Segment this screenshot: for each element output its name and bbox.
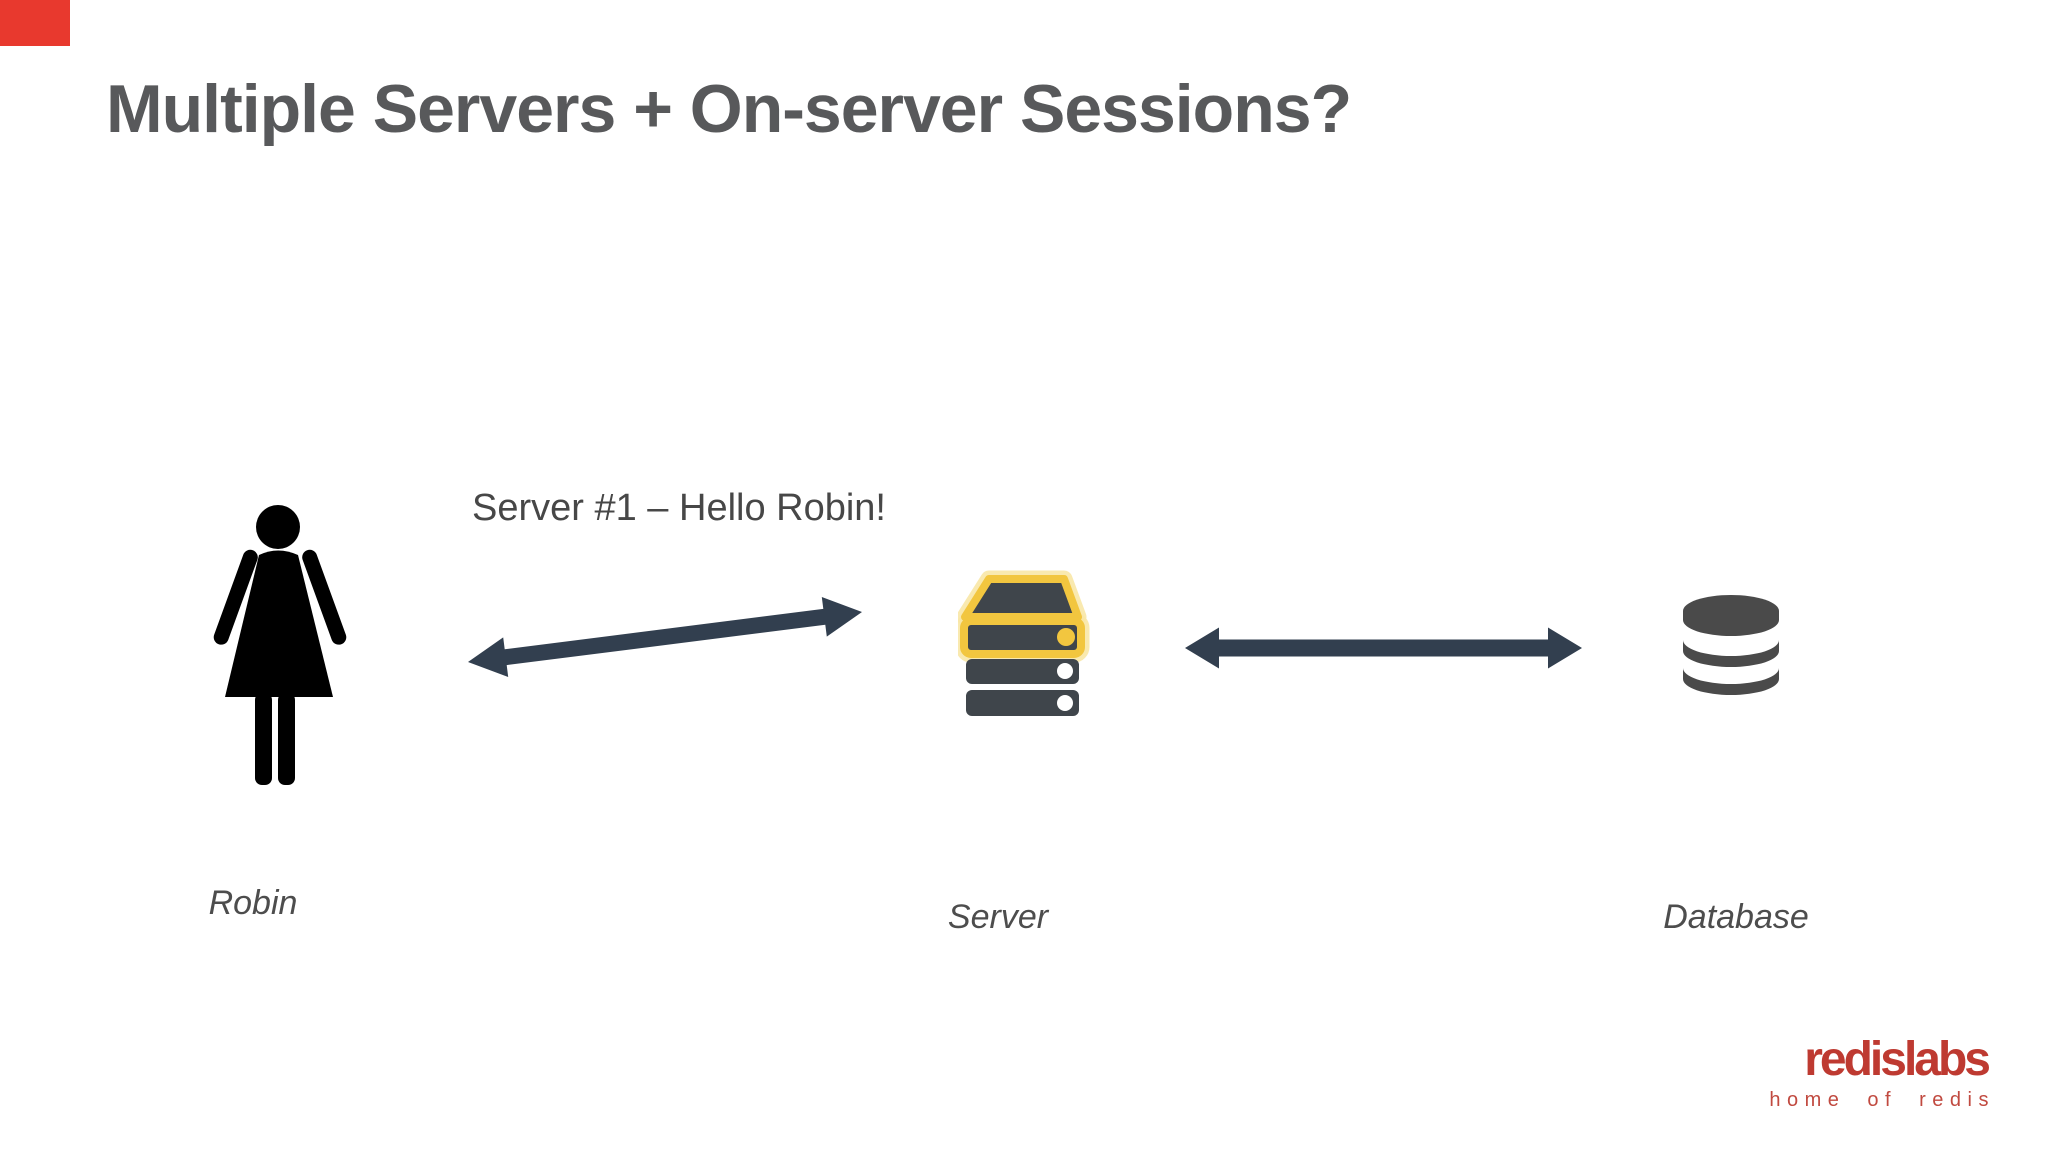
server-label: Server (947, 898, 1049, 936)
slide-title: Multiple Servers + On-server Sessions? (106, 71, 1352, 147)
redislabs-logo: redislabs home of redis (1769, 1033, 1991, 1112)
redislabs-brand-text: redislabs (1804, 1033, 1991, 1086)
red-corner-marker (0, 0, 70, 46)
robin-label: Robin (208, 884, 298, 922)
server-icon (958, 570, 1090, 716)
redislabs-tagline-text: home of redis (1769, 1089, 1995, 1111)
arrow-server-database (1185, 627, 1582, 669)
database-label: Database (1663, 898, 1809, 936)
session-message-label: Server #1 – Hello Robin! (472, 487, 886, 529)
database-icon (1683, 595, 1779, 695)
arrow-robin-server (468, 597, 862, 677)
person-icon (213, 505, 347, 785)
